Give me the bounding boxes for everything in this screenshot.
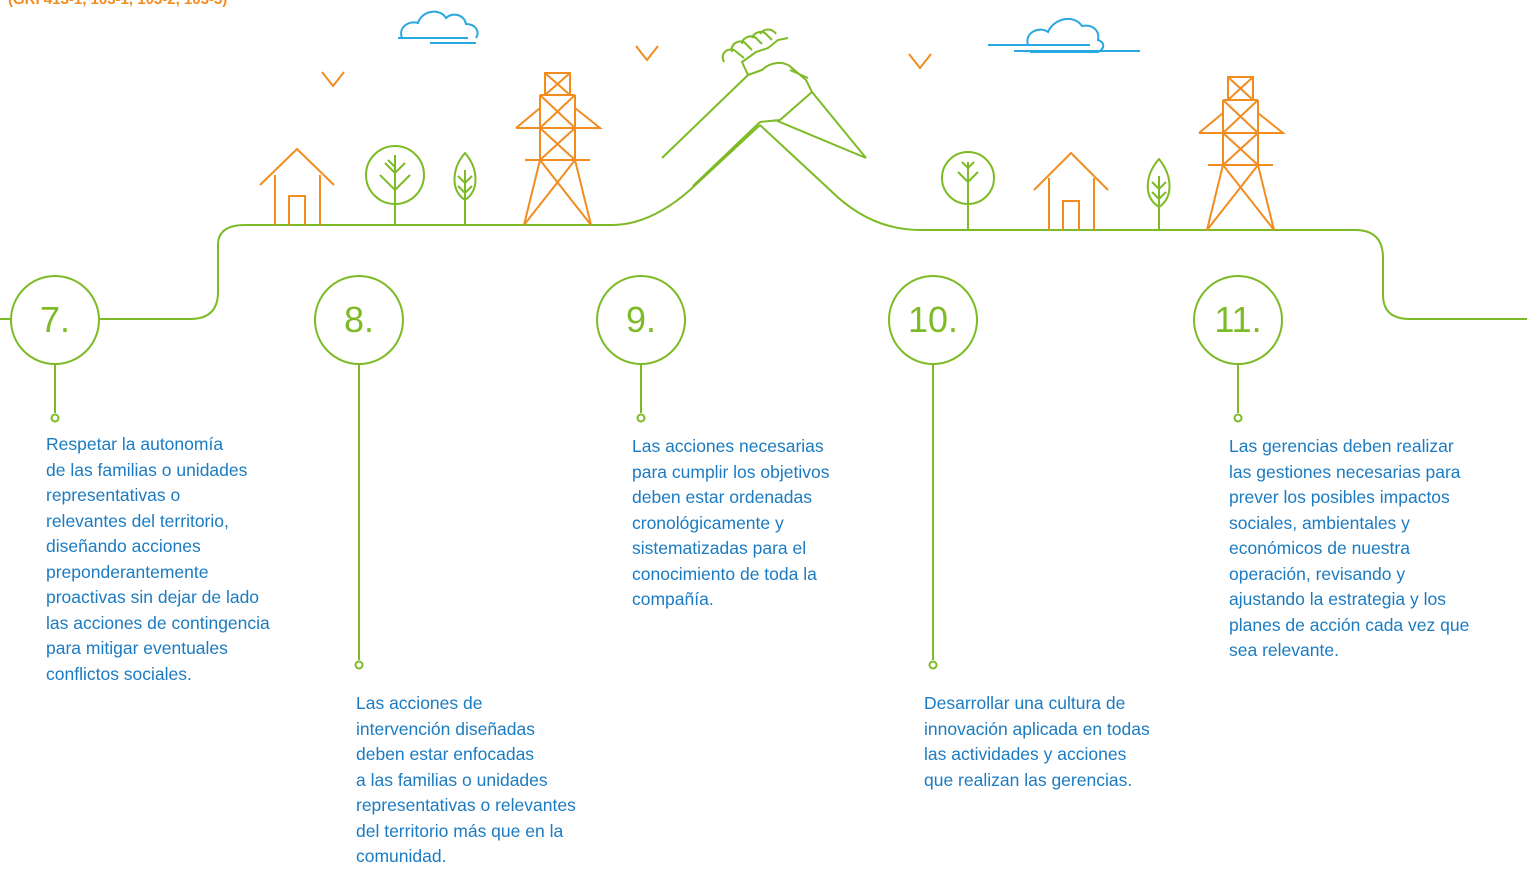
description-line: Respetar la autonomía [46,434,224,454]
description-line: deben estar ordenadas [632,487,812,507]
step-description-11: Las gerencias deben realizar las gestion… [1229,434,1469,664]
power-tower-icon [1198,76,1286,231]
description-line: Desarrollar una cultura de [924,693,1126,713]
timeline-step-7 [10,275,100,423]
description-line: las acciones de contingencia [46,612,270,633]
description-line: comunidad. [356,846,447,866]
ground-line [0,124,1527,320]
description-line: compañía. [632,589,714,609]
description-line: proactivas sin dejar de lado [46,587,260,607]
description-line: Las gerencias deben realizar [1229,436,1454,456]
description-line: sea relevante. [1229,640,1339,660]
timeline-step-9 [596,275,686,423]
house-icon [259,147,335,225]
description-line: económicos de nuestra [1229,538,1410,558]
step-number-11: 11. [1214,299,1262,340]
step-number-7: 7. [39,299,71,340]
description-line: las gestiones necesarias para [1229,461,1461,482]
power-tower-icon [515,72,603,226]
gri-reference-header: (GRI 413-1, 103-1, 103-2, 103-3) [8,0,227,8]
description-line: innovación aplicada en todas [924,718,1150,739]
house-icon [1033,151,1109,230]
tree-icon [365,145,425,225]
description-line: que realizan las gerencias. [924,769,1133,790]
description-line: cronológicamente y [632,512,784,533]
step-description-10: Desarrollar una cultura de innovación ap… [924,691,1150,793]
description-line: para cumplir los objetivos [632,461,830,482]
step-description-7: Respetar la autonomía de las familias o … [46,432,270,687]
description-line: planes de acción cada vez que [1229,614,1470,635]
step-number-8: 8. [343,299,375,340]
bird-icon [321,71,345,88]
description-line: operación, revisando y [1229,563,1406,584]
description-line: Las acciones necesarias [632,436,824,456]
description-line: de las familias o unidades [46,459,248,480]
description-line: a las familias o unidades [356,769,548,790]
description-line: deben estar enfocadas [356,744,535,764]
tree-icon [941,151,995,230]
description-line: conocimiento de toda la [632,563,817,584]
timeline-step-8 [314,275,404,670]
step-number-10: 10. [907,299,959,340]
bird-icon [908,53,932,70]
handshake-icon [661,28,867,187]
description-line: ajustando la estrategia y los [1229,589,1446,609]
description-line: relevantes del territorio, [46,510,229,531]
cloud-icon [988,17,1140,53]
description-line: representativas o relevantes [356,795,576,815]
tree-icon [1146,157,1171,230]
description-line: intervención diseñadas [356,718,536,739]
description-line: sistematizadas para el [632,538,807,558]
description-line: del territorio más que en la [356,820,564,841]
description-line: diseñando acciones [46,536,201,556]
step-number-9: 9. [625,299,657,340]
description-line: las actividades y acciones [924,744,1127,764]
description-line: preponderantemente [46,561,209,582]
timeline-step-10 [888,275,978,670]
bird-icon [635,45,659,62]
description-line: prever los posibles impactos [1229,487,1450,507]
description-line: sociales, ambientales y [1229,512,1410,533]
description-line: para mitigar eventuales [46,638,228,658]
description-line: representativas o [46,485,181,505]
step-description-8: Las acciones de intervención diseñadas d… [356,691,576,870]
tree-icon [453,151,477,225]
cloud-icon [398,10,479,44]
step-description-9: Las acciones necesarias para cumplir los… [632,434,829,613]
description-line: conflictos sociales. [46,663,192,684]
description-line: Las acciones de [356,693,483,713]
timeline-step-11 [1193,275,1283,423]
